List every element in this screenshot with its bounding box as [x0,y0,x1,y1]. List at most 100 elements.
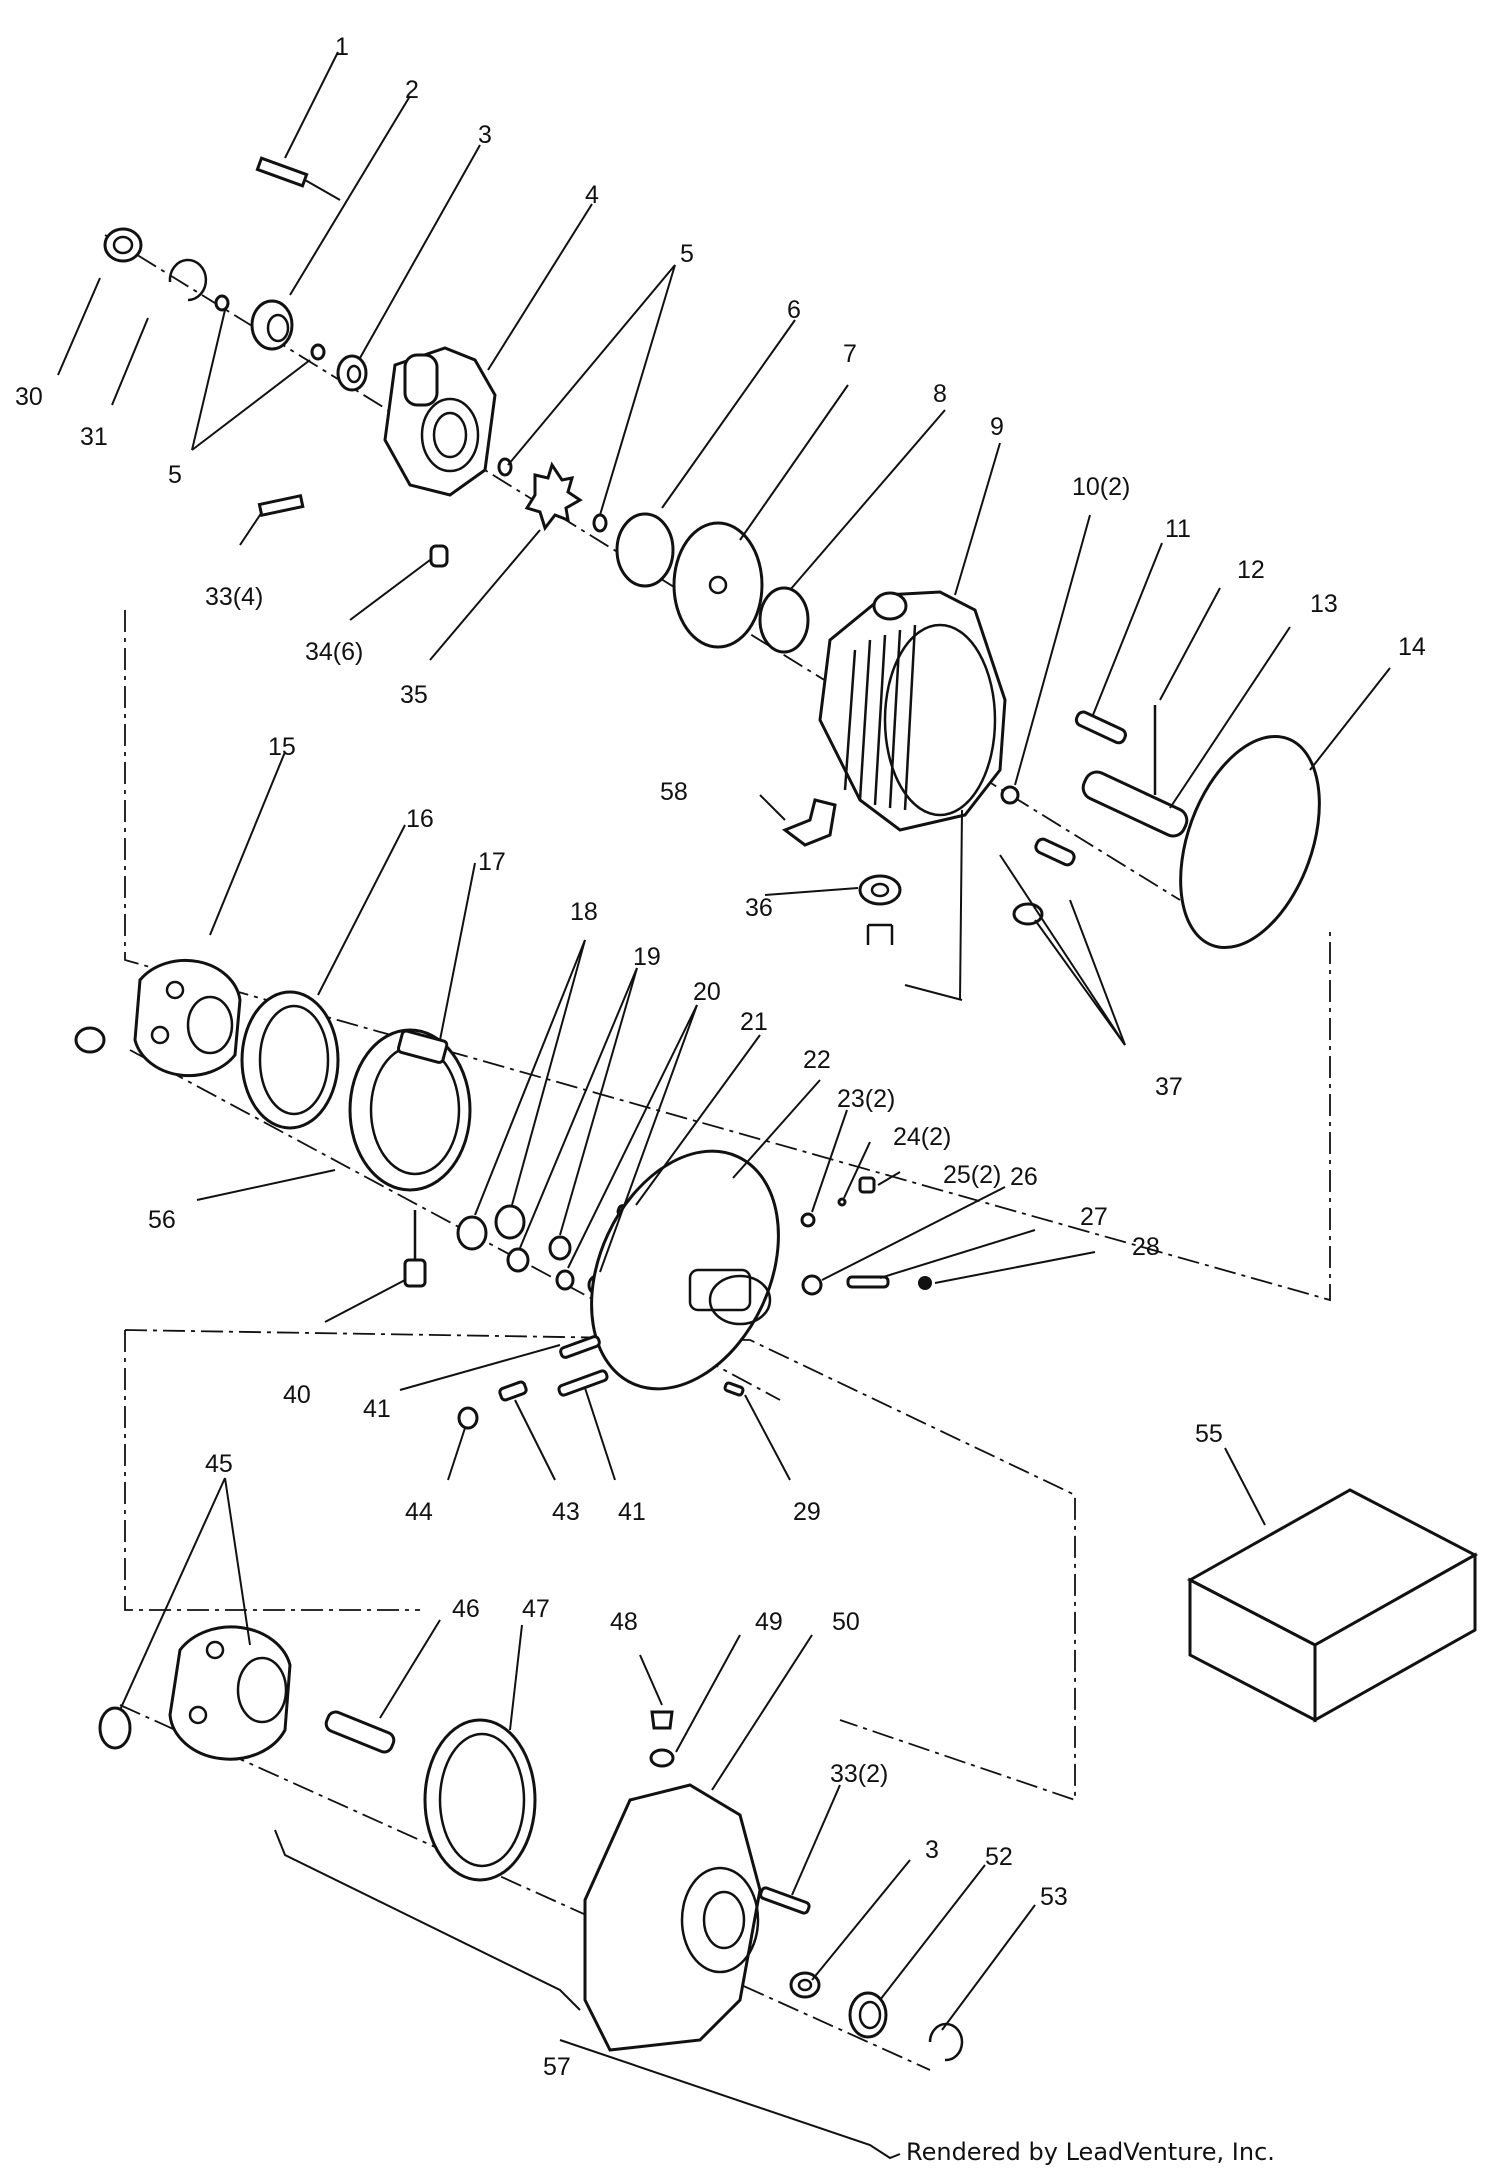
callout-29: 29 [793,1498,821,1526]
part-48-plug [650,1710,674,1730]
part-46-shaft [324,1710,396,1754]
part-55-box [1186,1488,1479,1723]
callout-35: 35 [400,681,428,709]
callout-16: 16 [406,805,434,833]
part-31-snap-ring [168,258,208,302]
callout-56: 56 [148,1206,176,1234]
callout-3: 3 [478,121,492,149]
callout-40: 40 [283,1381,311,1409]
callout-18: 18 [570,898,598,926]
callout-46: 46 [452,1595,480,1623]
callout-11: 11 [1165,515,1191,543]
part-4-pump-housing [383,346,497,497]
part-45-rotor-carrier [98,1625,292,1761]
callout-48: 48 [610,1608,638,1636]
part-3-seal [336,354,368,392]
callout-17: 17 [478,848,506,876]
callout-labels: 1 2 3 4 5 5 6 7 8 9 10(2) 11 12 13 14 15… [15,33,1426,2081]
callout-26: 26 [1010,1163,1038,1191]
callout-28: 28 [1132,1233,1160,1261]
callout-23: 23(2) [837,1085,895,1113]
callout-33-lower: 33(2) [830,1760,888,1788]
callout-52: 52 [985,1843,1013,1871]
part-8-o-ring [758,586,810,654]
callout-53: 53 [1040,1883,1068,1911]
callout-55: 55 [1195,1420,1223,1448]
part-50-front-housing [583,1783,762,2052]
credit-text: Rendered by LeadVenture, Inc. [906,2138,1275,2166]
part-16-magnet-ring [240,990,340,1130]
part-33-bolt-upper [257,493,305,518]
callout-5-top: 5 [168,461,182,489]
callout-12: 12 [1237,556,1265,584]
callout-3-lower: 3 [925,1836,939,1864]
callout-10: 10(2) [1072,473,1130,501]
part-34-dowel [429,544,449,568]
callout-44: 44 [405,1498,433,1526]
callout-45: 45 [205,1450,233,1478]
callout-49: 49 [755,1608,783,1636]
part-47-ring [423,1718,537,1882]
callout-14: 14 [1398,633,1426,661]
part-43-spring [498,1380,528,1402]
part-49-o-ring [649,1748,675,1768]
callout-34: 34(6) [305,638,363,666]
callout-37: 37 [1155,1073,1183,1101]
part-35-impeller [524,461,583,532]
callout-9: 9 [990,413,1004,441]
callout-6: 6 [787,296,801,324]
part-13-shaft [1081,770,1189,838]
part-15-rotor-carrier [74,958,242,1078]
part-53-snap-ring [928,2022,964,2062]
callout-33-upper: 33(4) [205,583,263,611]
parts-18-19-bushings [456,1204,607,1296]
callout-7: 7 [843,340,857,368]
callout-41-lower: 41 [618,1498,646,1526]
parts-23-28-small [800,1176,932,1296]
part-40-connector [403,1210,427,1288]
callout-8: 8 [933,380,947,408]
callout-58: 58 [660,778,688,806]
callout-25: 25(2) [943,1161,1001,1189]
callout-4: 4 [585,181,599,209]
callout-5-right: 5 [680,240,694,268]
callout-21: 21 [740,1008,768,1036]
part-37-parts [1012,837,1076,926]
part-29-pin [723,1381,745,1397]
part-44-clip [457,1406,479,1430]
part-22-end-plate [590,1149,780,1391]
part-36-bearing [858,874,902,945]
callout-31: 31 [80,423,108,451]
callout-19: 19 [633,943,661,971]
part-10-screw [1000,785,1020,805]
part-1-bolt [255,156,341,201]
callout-30: 30 [15,383,43,411]
part-14-gasket-ring [1179,734,1321,950]
part-58-elbow-fitting [781,798,837,847]
leader-lines [57,51,1391,2160]
part-6-o-ring [615,512,675,588]
part-11-pin [1074,710,1127,745]
callout-36: 36 [745,894,773,922]
callout-41-upper: 41 [363,1395,391,1423]
part-7-plate [672,521,764,649]
callout-24: 24(2) [893,1123,951,1151]
callout-20: 20 [693,978,721,1006]
callout-22: 22 [803,1046,831,1074]
callout-13: 13 [1310,590,1338,618]
callout-47: 47 [522,1595,550,1623]
part-17-stator-band [348,1028,472,1192]
callout-43: 43 [552,1498,580,1526]
part-30-washer [103,227,143,263]
callout-2: 2 [405,76,419,104]
part-9-motor-housing [818,590,1007,832]
callout-15: 15 [268,733,296,761]
part-41-springs [557,1335,609,1397]
part-33-bolt-lower [759,1886,811,1915]
part-2-bearing [250,299,294,351]
part-5-o-ring-left [214,294,326,361]
callout-50: 50 [832,1608,860,1636]
callout-57: 57 [543,2053,571,2081]
